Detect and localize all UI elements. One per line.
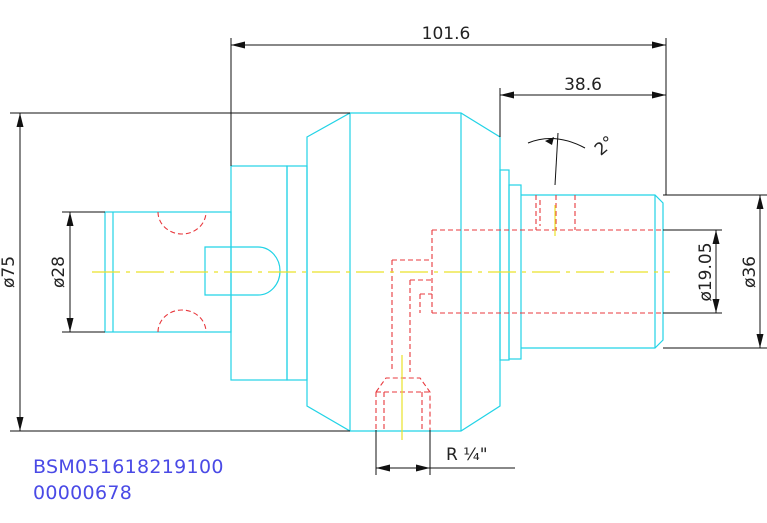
shank xyxy=(521,194,664,349)
centerlines xyxy=(92,205,670,440)
pilot-cylinder xyxy=(104,211,232,333)
pilot-diameter-label: ø28 xyxy=(49,256,69,288)
collar-1 xyxy=(499,169,510,361)
overall-length-label: 101.6 xyxy=(422,24,471,44)
body-diameter-label: ø75 xyxy=(0,256,19,288)
flange xyxy=(230,165,288,381)
dimension-lines xyxy=(10,38,767,475)
hidden-lines xyxy=(157,195,663,430)
thread-label: R ¼" xyxy=(446,445,488,465)
flange-ring xyxy=(286,165,308,381)
part-number: BSM051618219100 xyxy=(33,456,224,478)
shank-diameter-label: ø36 xyxy=(740,256,760,288)
bore-diameter-label: ø19.05 xyxy=(696,242,716,301)
shank-length-label: 38.6 xyxy=(564,75,602,95)
angle-label: 2° xyxy=(591,132,619,160)
part-outline xyxy=(104,112,664,432)
key xyxy=(204,246,281,296)
main-body xyxy=(306,112,501,432)
serial-number: 00000678 xyxy=(33,482,132,504)
